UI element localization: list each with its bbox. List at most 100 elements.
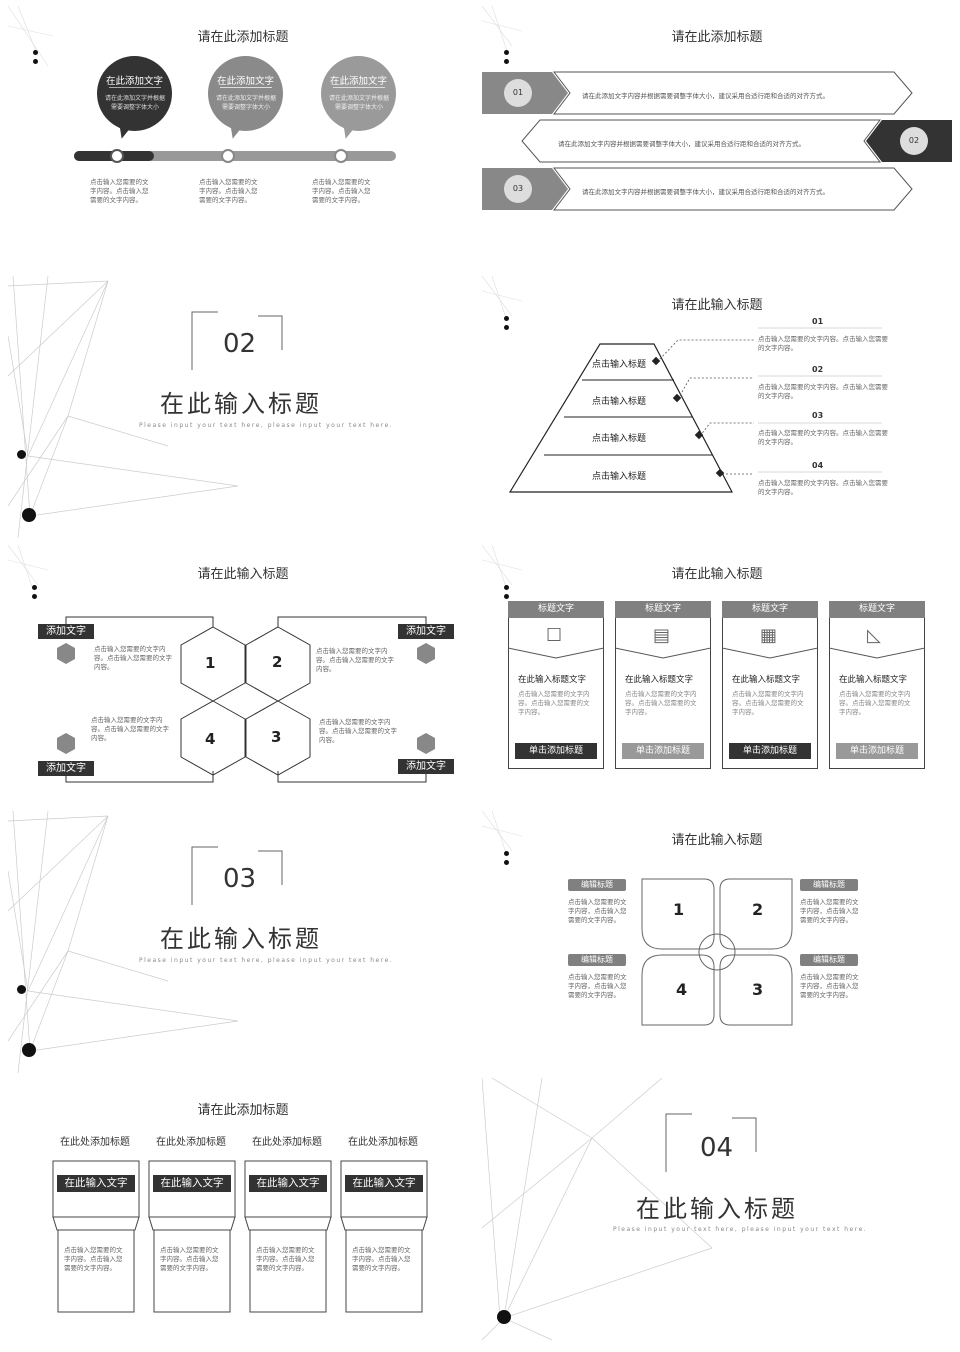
slide-timeline: 请在此添加标题 在此添加文字 请在此添加文字并根据需要调整字体大小 在此添加文字… xyxy=(8,6,478,268)
card-body: 点击输入您需要的文字内容。点击输入您需要的文字内容。 xyxy=(839,690,911,716)
edit-tag: 编辑标题 xyxy=(800,954,858,966)
timeline-note: 点击输入您需要的文字内容。点击输入您需要的文字内容。 xyxy=(312,178,371,204)
bubble-body: 请在此添加文字并根据需要调整字体大小 xyxy=(216,95,277,111)
bubble-body: 请在此添加文字并根据需要调整字体大小 xyxy=(105,95,166,111)
background-lines xyxy=(482,6,523,52)
slide-title: 请在此添加标题 xyxy=(197,1103,289,1118)
hexagon-number: 2 xyxy=(272,653,283,671)
row-text: 请在此添加文字内容并根据需要调整字体大小，建议采用合适行距和合适的对齐方式。 xyxy=(582,188,829,196)
bubble-divider xyxy=(333,87,385,88)
item-number: 01 xyxy=(812,317,824,326)
card-header: 标题文字 xyxy=(722,601,818,618)
background-lines xyxy=(482,545,523,591)
hexagon-number: 1 xyxy=(205,654,216,672)
petal-text: 点击输入您需要的文字内容，点击输入您需要的文字内容。 xyxy=(568,898,627,924)
pyramid-layer-label: 点击输入标题 xyxy=(592,434,647,444)
slide-petals: 请在此输入标题 1 2 4 3 编辑标题 点击输入您需要的文字内容，点击输入您需… xyxy=(482,811,952,1073)
hexagon-text: 点击输入您需要的文字内容。点击输入您需要的文字内容。 xyxy=(94,645,172,671)
slide-section-03: 03 在此输入标题 Please input your text here, p… xyxy=(8,811,478,1073)
card-title: 在此输入标题文字 xyxy=(732,675,801,685)
slide-cards: 请在此输入标题 标题文字 ☐ 在此输入标题文字 点击输入您需要的文字内容。点击输… xyxy=(482,545,952,807)
pyramid-graphic xyxy=(508,327,882,493)
background-lines xyxy=(8,545,49,591)
number-frame xyxy=(191,311,283,370)
petal-number: 4 xyxy=(676,980,688,999)
section-number: 02 xyxy=(223,329,257,359)
petal-text: 点击输入您需要的文字内容，点击输入您需要的文字内容。 xyxy=(800,898,859,924)
edit-tag: 编辑标题 xyxy=(568,879,626,891)
column-tag: 在此输入文字 xyxy=(345,1175,423,1192)
row-text: 请在此添加文字内容并根据需要调整字体大小，建议采用合适行距和合适的对齐方式。 xyxy=(582,92,829,100)
number-frame xyxy=(191,846,283,905)
background-network xyxy=(8,811,239,1073)
row-number: 02 xyxy=(908,136,920,145)
item-number: 03 xyxy=(812,411,824,420)
decor-dot xyxy=(33,50,38,55)
decor-dot xyxy=(504,585,509,590)
item-text: 点击输入您需要的文字内容。点击输入您需要的文字内容。 xyxy=(758,479,888,496)
card-body: 点击输入您需要的文字内容。点击输入您需要的文字内容。 xyxy=(518,690,590,716)
bubble-heading: 在此添加文字 xyxy=(105,76,163,87)
card-header: 标题文字 xyxy=(615,601,711,618)
timeline-node xyxy=(334,149,348,163)
arrow-rows-graphic xyxy=(482,71,952,211)
hexagon-text: 点击输入您需要的文字内容。点击输入您需要的文字内容。 xyxy=(319,718,397,744)
section-title: 在此输入标题 xyxy=(160,390,322,418)
timeline-node xyxy=(110,149,124,163)
section-subtitle: Please input your text here, please inpu… xyxy=(139,957,394,964)
bubble-heading: 在此添加文字 xyxy=(329,76,387,87)
tag-label: 添加文字 xyxy=(398,759,454,774)
item-text: 点击输入您需要的文字内容。点击输入您需要的文字内容。 xyxy=(758,429,888,446)
decor-dot xyxy=(33,59,38,64)
card-button[interactable]: 单击添加标题 xyxy=(836,743,918,759)
card-body: 点击输入您需要的文字内容。点击输入您需要的文字内容。 xyxy=(625,690,697,716)
row-text: 请在此添加文字内容并根据需要调整字体大小，建议采用合适行距和合适的对齐方式。 xyxy=(558,140,805,148)
timeline-note: 点击输入您需要的文字内容。点击输入您需要的文字内容。 xyxy=(199,178,258,204)
column-heading: 在此处添加标题 xyxy=(60,1137,130,1148)
card-button[interactable]: 单击添加标题 xyxy=(515,743,597,759)
card-chevron xyxy=(508,647,604,659)
section-number: 03 xyxy=(223,864,257,894)
speech-bubble xyxy=(208,56,283,131)
row-number: 03 xyxy=(512,184,524,193)
item-text: 点击输入您需要的文字内容。点击输入您需要的文字内容。 xyxy=(758,383,888,400)
decor-dot xyxy=(504,59,509,64)
column-text: 点击输入您需要的文字内容。点击输入您需要的文字内容。 xyxy=(64,1246,123,1272)
column-text: 点击输入您需要的文字内容。点击输入您需要的文字内容。 xyxy=(256,1246,315,1272)
item-number: 02 xyxy=(812,365,824,374)
bubble-heading: 在此添加文字 xyxy=(216,76,274,87)
section-title: 在此输入标题 xyxy=(636,1195,798,1223)
hexagon-number: 4 xyxy=(205,730,216,748)
petal-text: 点击输入您需要的文字内容，点击输入您需要的文字内容。 xyxy=(800,973,859,999)
card-title: 在此输入标题文字 xyxy=(625,675,694,685)
card-button[interactable]: 单击添加标题 xyxy=(729,743,811,759)
card-title: 在此输入标题文字 xyxy=(518,675,587,685)
card-button[interactable]: 单击添加标题 xyxy=(622,743,704,759)
tag-label: 添加文字 xyxy=(38,761,94,776)
slide-title: 请在此输入标题 xyxy=(671,567,763,582)
number-frame xyxy=(665,1113,757,1172)
decor-dot xyxy=(32,585,37,590)
pyramid-layer-label: 点击输入标题 xyxy=(592,360,647,370)
row-number: 01 xyxy=(512,88,524,97)
column-tag: 在此输入文字 xyxy=(153,1175,231,1192)
decor-dot xyxy=(504,594,509,599)
slide-pyramid: 请在此输入标题 点击输入标题 点击输入标题 点击输入标题 点击输入标题 01 点… xyxy=(482,276,952,538)
decor-dot xyxy=(504,325,509,330)
card-header: 标题文字 xyxy=(508,601,604,618)
petal-number: 2 xyxy=(752,900,764,919)
item-text: 点击输入您需要的文字内容。点击输入您需要的文字内容。 xyxy=(758,335,888,352)
column-heading: 在此处添加标题 xyxy=(252,1137,322,1148)
background-network xyxy=(8,276,239,538)
slide-title: 请在此输入标题 xyxy=(671,298,763,313)
background-lines xyxy=(482,811,523,857)
slide-section-02: 02 在此输入标题 Please input your text here, p… xyxy=(8,276,478,538)
section-subtitle: Please input your text here, please inpu… xyxy=(139,422,394,429)
petal-number: 3 xyxy=(752,980,764,999)
tablet-icon: ▤ xyxy=(653,625,671,646)
card-header: 标题文字 xyxy=(829,601,925,618)
decor-dot xyxy=(32,594,37,599)
decor-dot xyxy=(504,860,509,865)
slide-arrow-list: 请在此添加标题 01 02 03 请在此添加文字内容并根据需要调整字体大小，建议… xyxy=(482,6,952,268)
card-chevron xyxy=(829,647,925,659)
